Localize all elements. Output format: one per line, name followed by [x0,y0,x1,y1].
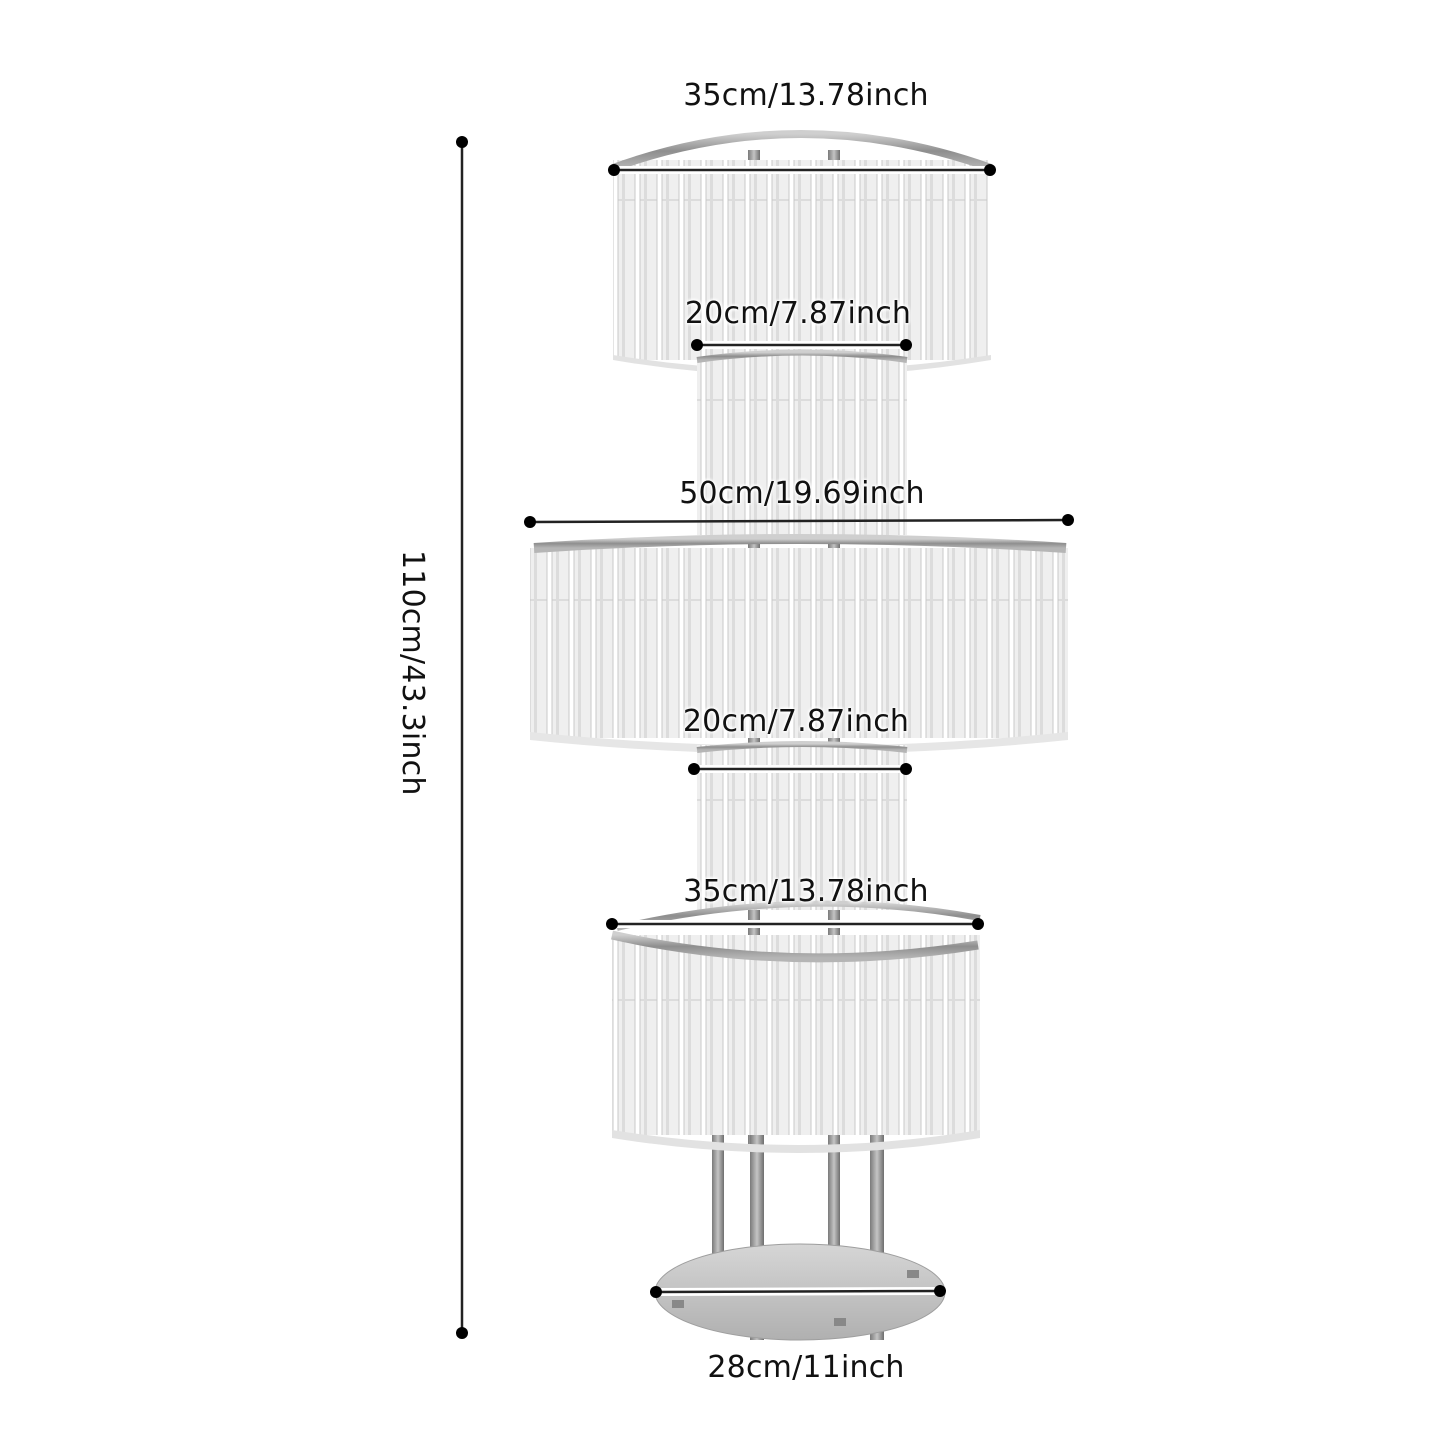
tier-4-width-label: 20cm/7.87inch [682,704,910,739]
base-width-label: 28cm/11inch [707,1350,905,1385]
tier-5-bottom [611,900,981,1153]
dimension-lines [456,136,1074,1339]
tier-3-middle [530,534,1068,754]
tier-3-width-label: 50cm/19.69inch [679,476,925,511]
height-label: 110cm/43.3inch [395,550,430,796]
tier-2-width-label: 20cm/7.87inch [684,296,912,331]
tier-2-neck [696,349,908,535]
tier-1-width-label: 35cm/13.78inch [683,78,929,113]
tier-5-width-label: 35cm/13.78inch [683,874,929,909]
